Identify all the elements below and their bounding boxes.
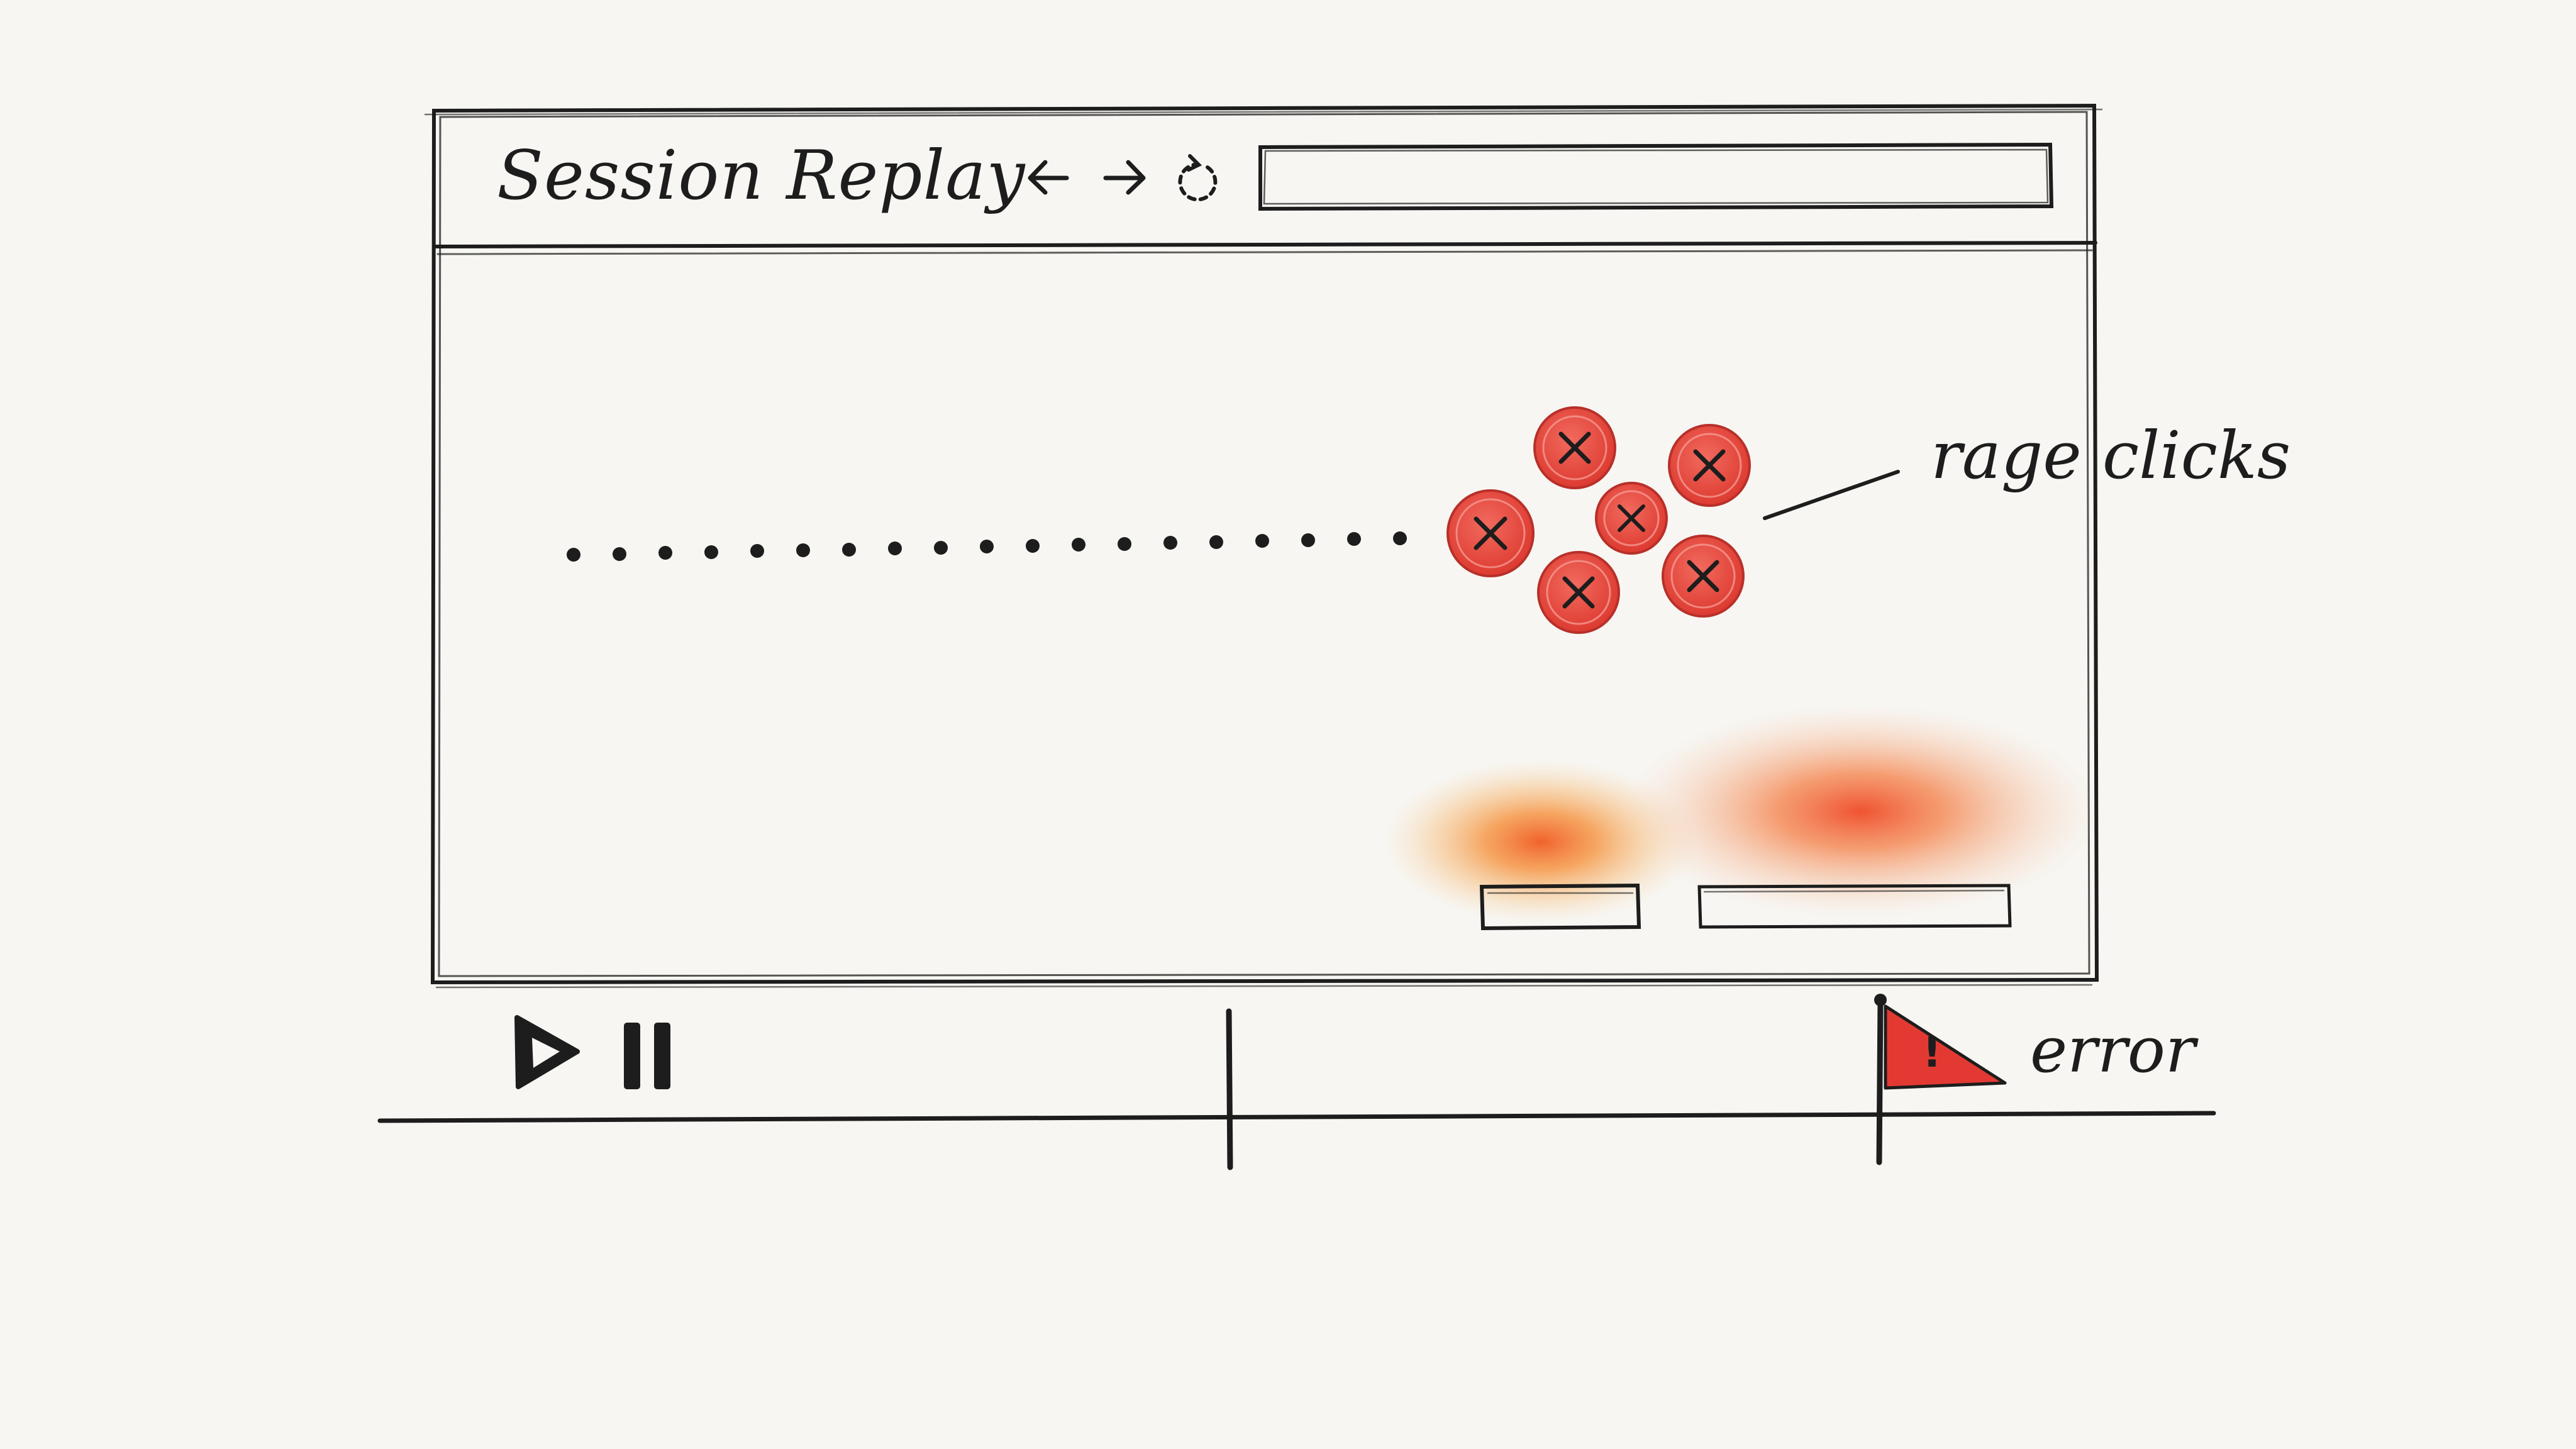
- rage-click-marker: [1662, 535, 1745, 618]
- browser-window-frame: [424, 103, 2103, 989]
- rage-clicks-cluster: [1446, 406, 1751, 634]
- rage-click-marker: [1668, 424, 1751, 507]
- arrow-left-icon: [1028, 160, 1069, 195]
- rage-click-marker: [1446, 489, 1535, 577]
- play-button[interactable]: [509, 1013, 585, 1094]
- forward-button[interactable]: [1096, 148, 1152, 205]
- heatmap-blob-large: [1621, 704, 2099, 918]
- page-button-small-outline: [1479, 883, 1641, 931]
- rage-click-marker: [1537, 551, 1620, 634]
- rage-clicks-pointer-line: [1763, 470, 1900, 520]
- page-button-small[interactable]: [1482, 886, 1639, 928]
- error-flag-glyph: !: [1923, 1028, 1941, 1077]
- rage-clicks-label: rage clicks: [1931, 417, 2291, 494]
- rage-click-marker: [1595, 482, 1668, 555]
- page-button-wide-outline: [1697, 884, 2012, 929]
- window-title: Session Replay: [497, 136, 1026, 215]
- pause-icon: [624, 1023, 670, 1089]
- reload-button[interactable]: [1174, 148, 1230, 205]
- title-bar-divider: [433, 241, 2097, 255]
- error-label: error: [2030, 1013, 2196, 1087]
- timeline-track: [377, 1111, 2216, 1123]
- url-input[interactable]: [1262, 147, 2050, 205]
- mouse-trail: [567, 531, 1407, 562]
- error-flag-icon: !: [1874, 994, 2007, 1165]
- click-heatmap: [1384, 704, 2099, 923]
- timeline-playhead: [1226, 1008, 1233, 1170]
- heatmap-blob-small: [1384, 760, 1698, 923]
- arrow-right-icon: [1103, 160, 1146, 195]
- timeline-scrubber[interactable]: [1195, 1006, 1264, 1176]
- page-button-wide[interactable]: [1699, 886, 2010, 928]
- play-icon: [514, 1015, 580, 1089]
- back-button[interactable]: [1019, 148, 1075, 205]
- pause-button[interactable]: [618, 1019, 674, 1093]
- rage-click-marker: [1533, 406, 1616, 489]
- reload-icon: [1178, 154, 1218, 202]
